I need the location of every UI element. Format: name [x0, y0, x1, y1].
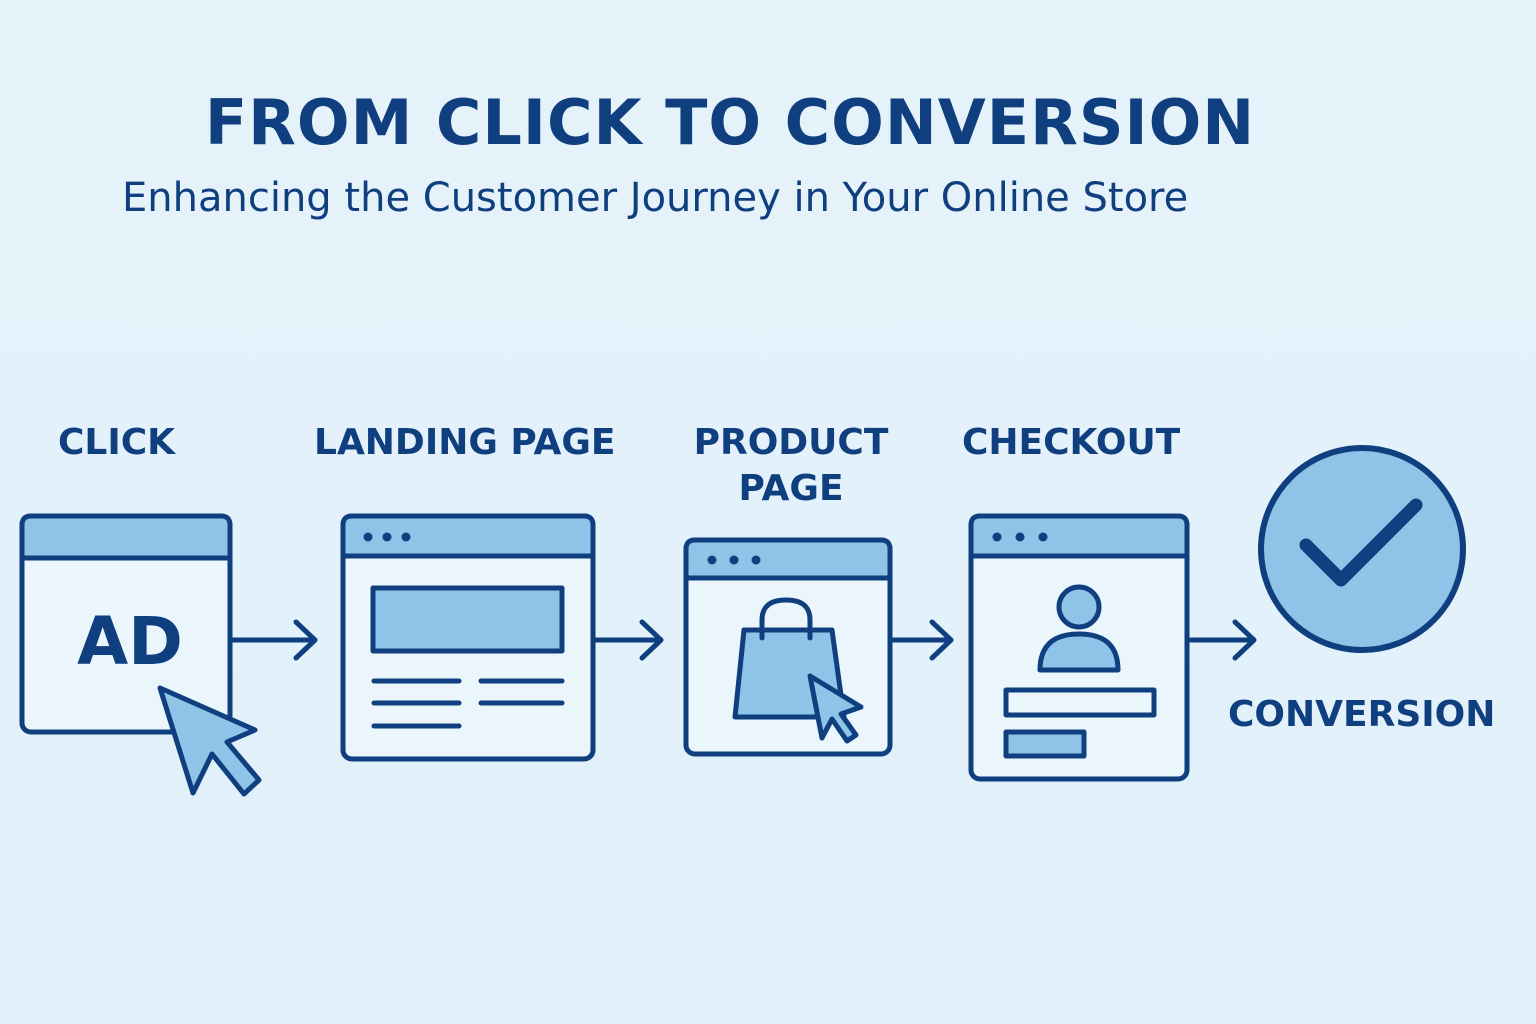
- arrow-icon: [592, 619, 664, 661]
- arrow-icon: [229, 619, 318, 661]
- checkout-form-window-icon: [968, 513, 1190, 782]
- step-label-product-line2: PAGE: [738, 468, 844, 509]
- diagram-subtitle: Enhancing the Customer Journey in Your O…: [122, 175, 1189, 221]
- step-label-product-line1: PRODUCT: [693, 422, 889, 463]
- landing-page-window-icon: [340, 513, 596, 762]
- step-label-click: CLICK: [58, 422, 176, 463]
- step-label-product-page: PRODUCT PAGE: [688, 420, 894, 512]
- ad-badge-text: AD: [77, 603, 183, 680]
- arrow-icon: [890, 619, 954, 661]
- step-label-landing-page: LANDING PAGE: [314, 422, 616, 463]
- cursor-icon: [157, 685, 262, 797]
- shopping-bag-window-icon: [683, 537, 893, 757]
- step-label-checkout: CHECKOUT: [962, 422, 1181, 463]
- arrow-icon: [1187, 619, 1257, 661]
- step-label-conversion: CONVERSION: [1228, 694, 1496, 735]
- diagram-title: FROM CLICK TO CONVERSION: [204, 86, 1256, 159]
- ad-window-icon: [19, 513, 233, 735]
- checkmark-circle-icon: [1258, 445, 1466, 653]
